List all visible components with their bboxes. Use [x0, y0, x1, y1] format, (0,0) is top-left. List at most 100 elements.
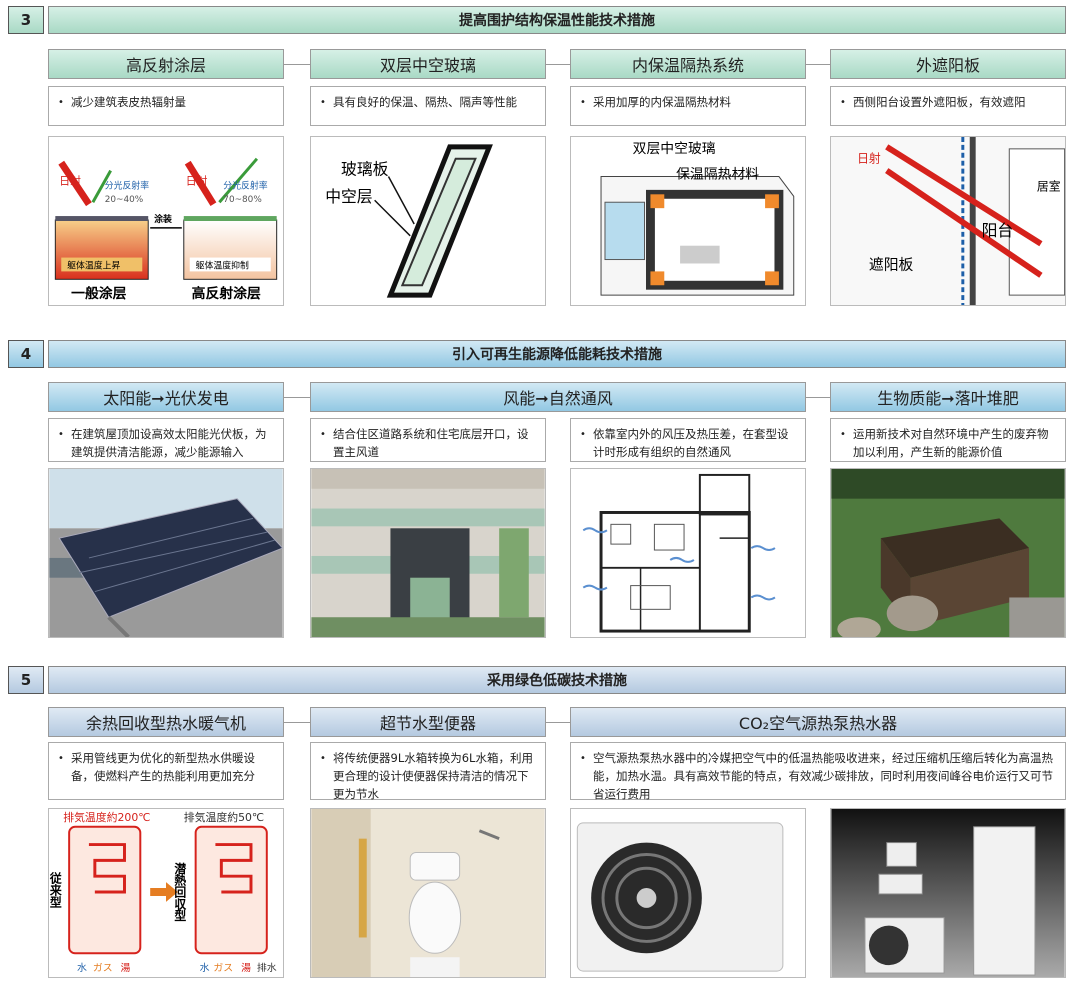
pointer	[387, 176, 415, 225]
label-insulation: 保温隔热材料	[676, 167, 759, 183]
wind-mark	[582, 584, 608, 591]
item-desc: •运用新技术对自然环境中产生的废弃物加以利用，产生新的能源价值	[830, 418, 1066, 462]
label-drain: 排水	[257, 961, 277, 974]
reflect-arrow	[218, 157, 259, 204]
compost-box	[880, 518, 1030, 578]
glass-pane	[400, 157, 477, 287]
sunshade-diagram: 日射 居室 阳台 遮阳板	[830, 136, 1066, 306]
arrow-icon	[150, 882, 178, 902]
connector	[284, 397, 310, 398]
item-title-sunshade: 外遮阳板	[830, 49, 1066, 79]
toilet-photo	[310, 808, 546, 978]
inner-insulation-diagram: 双层中空玻璃 保温隔热材料	[570, 136, 806, 306]
insulation	[765, 271, 779, 286]
insulation	[650, 271, 665, 286]
water-tank	[973, 826, 1036, 976]
label-glass: 玻璃板	[341, 160, 389, 179]
label-reflect: 分光反射率	[105, 179, 149, 191]
label-double-glass: 双层中空玻璃	[633, 140, 716, 157]
connector	[806, 397, 830, 398]
toilet-bowl	[408, 881, 462, 954]
window-glass	[604, 201, 646, 261]
label-water: 水	[77, 962, 87, 974]
building-wind-photo	[310, 468, 546, 638]
label-reflect: 分光反射率	[223, 179, 267, 191]
item-desc: •采用加厚的内保温隔热材料	[570, 86, 806, 126]
section-number: 3	[8, 6, 44, 34]
section-number: 4	[8, 340, 44, 368]
heat-pump-system-photo	[830, 808, 1066, 978]
section-title: 采用绿色低碳技术措施	[48, 666, 1066, 694]
sun-arrow	[184, 160, 217, 207]
floor-plan-outline	[599, 511, 751, 633]
label-hot: 湯	[121, 961, 131, 974]
section-number: 5	[8, 666, 44, 694]
controller	[886, 842, 917, 867]
label-sun: 日射	[59, 173, 81, 187]
label-balcony: 阳台	[982, 221, 1014, 240]
item-title-solar: 太阳能➞光伏发电	[48, 382, 284, 412]
solar-panel	[58, 498, 283, 618]
item-desc: •空气源热泵热水器中的冷媒把空气中的低温热能吸收进来，经过压缩机压缩后转化为高温…	[570, 742, 1066, 801]
label-room: 居室	[1037, 179, 1061, 193]
label-exhaust-200: 排気温度約200℃	[63, 810, 150, 824]
connector	[546, 64, 570, 65]
label-air-layer: 中空层	[325, 187, 372, 206]
label-conventional: 従来型	[49, 872, 62, 909]
connector	[546, 722, 570, 723]
connector	[284, 722, 310, 723]
heat-pump-outdoor-photo	[570, 808, 806, 978]
item-title-high-reflect: 高反射涂层	[48, 49, 284, 79]
floor-plan-ventilation	[570, 468, 806, 638]
boiler-conventional	[68, 825, 142, 955]
connector	[284, 64, 310, 65]
connector	[806, 64, 830, 65]
section-title: 提高围护结构保温性能技术措施	[48, 6, 1066, 34]
label-temp-down: 躯体温度抑制	[196, 259, 249, 271]
label-high: 高反射涂层	[192, 285, 261, 302]
section-title: 引入可再生能源降低能耗技术措施	[48, 340, 1066, 368]
sun-ray	[885, 168, 1043, 278]
label-gas: ガス	[213, 962, 233, 974]
label-bg	[61, 257, 143, 272]
label-hot: 湯	[241, 961, 251, 974]
item-desc: •减少建筑表皮热辐射量	[48, 86, 284, 126]
insulation	[650, 194, 665, 209]
toilet-tank	[409, 851, 461, 881]
item-title-inner-insulation: 内保温隔热系统	[570, 49, 806, 79]
heat-recovery-diagram: 排気温度約200℃ 排気温度約50℃ 従来型 潜熱回収型 水 ガス 湯 水 ガス…	[48, 808, 284, 978]
label-exhaust-50: 排気温度約50℃	[184, 810, 264, 824]
item-title-water-toilet: 超节水型便器	[310, 707, 546, 737]
solar-panel-photo	[48, 468, 284, 638]
item-desc: •具有良好的保温、隔热、隔声等性能	[310, 86, 546, 126]
reflect-coating	[183, 216, 277, 221]
item-title-double-glass: 双层中空玻璃	[310, 49, 546, 79]
item-desc: •结合住区道路系统和住宅底层开口，设置主风道	[310, 418, 546, 462]
double-glass-diagram: 玻璃板 中空层	[310, 136, 546, 306]
normal-coating	[55, 216, 149, 221]
label-normal: 一般涂层	[71, 285, 126, 302]
bed	[630, 585, 671, 610]
label-bg	[189, 257, 271, 272]
pointer	[374, 199, 411, 237]
sun-arrow	[58, 160, 92, 207]
label-water: 水	[200, 962, 210, 974]
label-temp-up: 躯体温度上昇	[67, 259, 120, 271]
wind-mark	[750, 594, 776, 601]
handrail	[358, 838, 367, 938]
sun-ray	[885, 144, 1043, 247]
label-reflect-value: 20~40%	[105, 195, 143, 205]
item-title-biomass: 生物质能➞落叶堆肥	[830, 382, 1066, 412]
wind-mark	[750, 545, 776, 552]
label-latent: 潜熱回収型	[173, 862, 187, 922]
label-gas: ガス	[93, 962, 113, 974]
item-desc: •在建筑屋顶加设高效太阳能光伏板，为建筑提供清洁能源，减少能源输入	[48, 418, 284, 462]
item-desc: •西侧阳台设置外遮阳板，有效遮阳	[830, 86, 1066, 126]
label-coat: 涂装	[154, 213, 172, 225]
item-title-wind: 风能➞自然通风	[310, 382, 806, 412]
item-desc: •采用管线更为优化的新型热水供暖设备，使燃料产生的热能利用更加充分	[48, 742, 284, 800]
item-desc: •将传统便器9L水箱转换为6L水箱，利用更合理的设计使便器保持清洁的情况下更为节…	[310, 742, 546, 801]
room-wall	[646, 189, 784, 290]
boiler-latent	[194, 825, 268, 955]
insulation	[765, 194, 779, 209]
